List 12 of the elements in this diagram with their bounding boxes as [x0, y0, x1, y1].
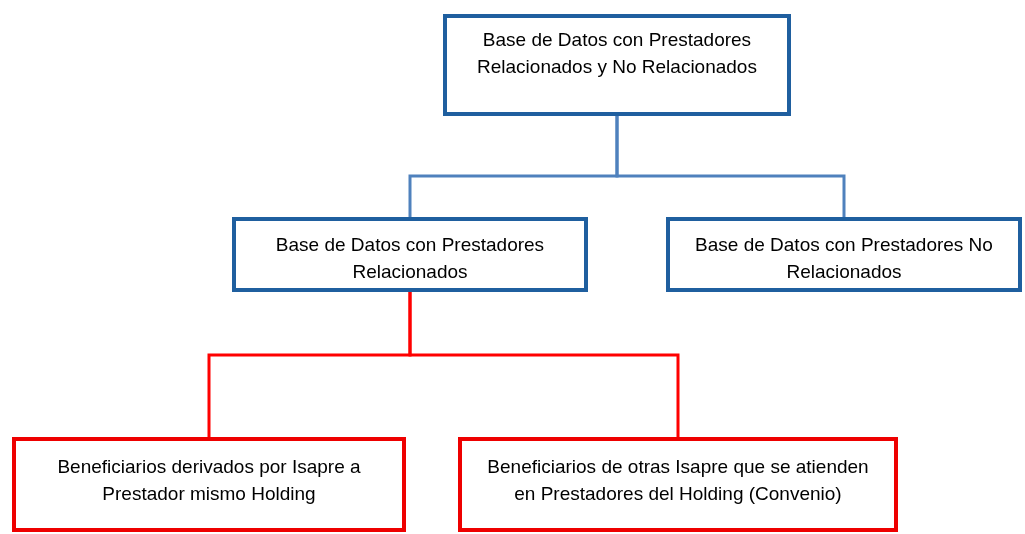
process-box	[12, 437, 406, 532]
box-text: Beneficiarios derivados por Isapre a Prestador mismo Holding	[56, 455, 362, 506]
box-text: Beneficiarios de otras Isapre que se atienden en Prestadores del Holding (Convenio)	[486, 455, 870, 506]
process-box	[443, 14, 791, 116]
process-box	[458, 437, 898, 532]
process-box	[666, 217, 1022, 292]
box-text: Base de Datos con Prestadores No Relacionados	[694, 233, 994, 284]
connector-line	[615, 116, 846, 217]
process-box	[232, 217, 588, 292]
connector-line	[408, 292, 680, 437]
box-text: Base de Datos con Prestadores Relacionados y No Relacionados	[476, 28, 758, 79]
box-text: Base de Datos con Prestadores Relacionados	[274, 233, 546, 284]
